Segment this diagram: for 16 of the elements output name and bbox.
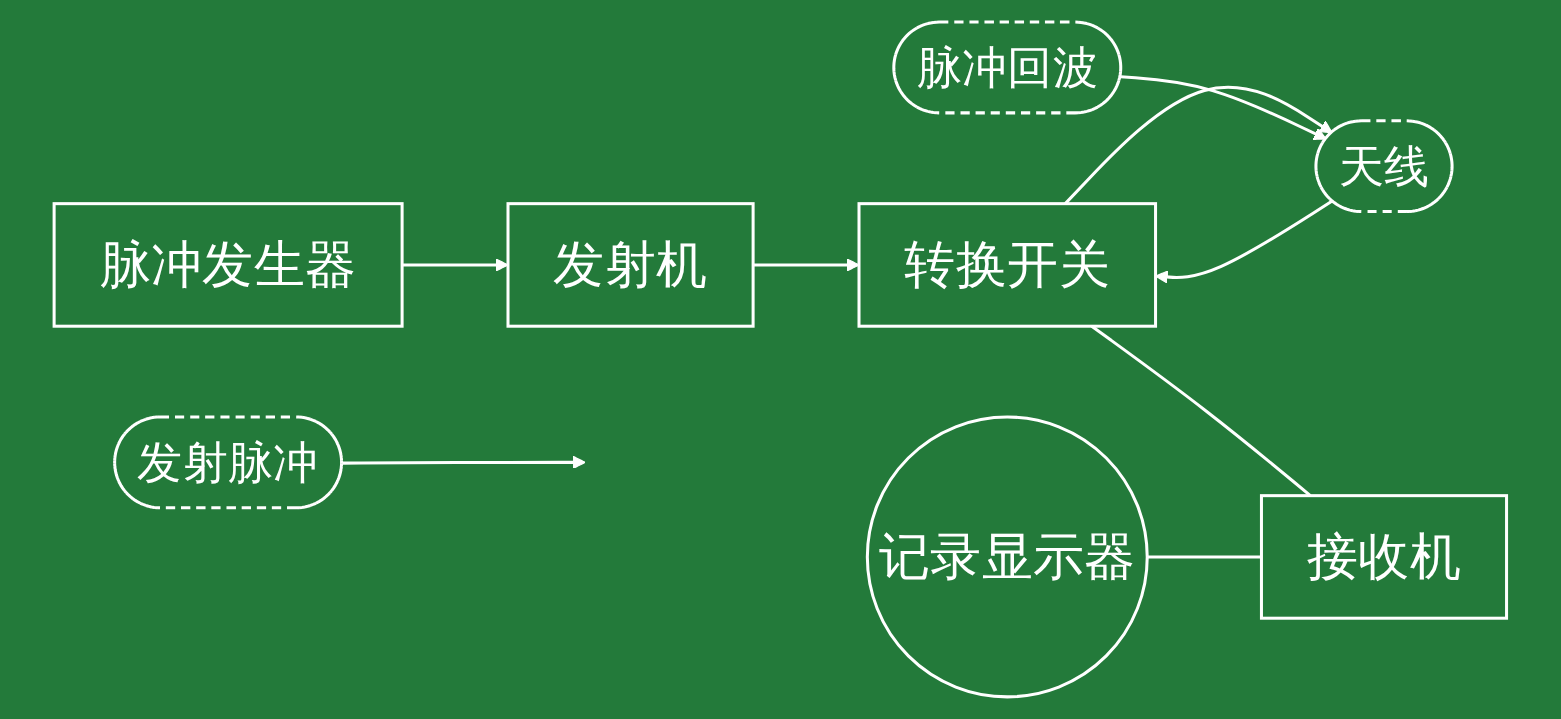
node-text: 天线 [1338,139,1430,193]
node-text: 脉冲回波 [916,41,1099,94]
node-box: 转换开关 [857,202,1158,328]
node-box: 接收机 [1260,494,1509,620]
arrow [1155,199,1334,284]
node-circle: 记录显示器 [865,415,1149,699]
arrow [342,455,586,470]
connector [1147,555,1262,559]
node-box: 脉冲发生器 [52,202,404,328]
connector [1091,325,1312,497]
arrow [1064,85,1333,205]
arrow [753,258,860,272]
arrow [402,258,509,272]
node-text: 发射脉冲 [137,435,320,489]
node-box: 发射机 [506,202,755,328]
arrow [1120,75,1327,140]
